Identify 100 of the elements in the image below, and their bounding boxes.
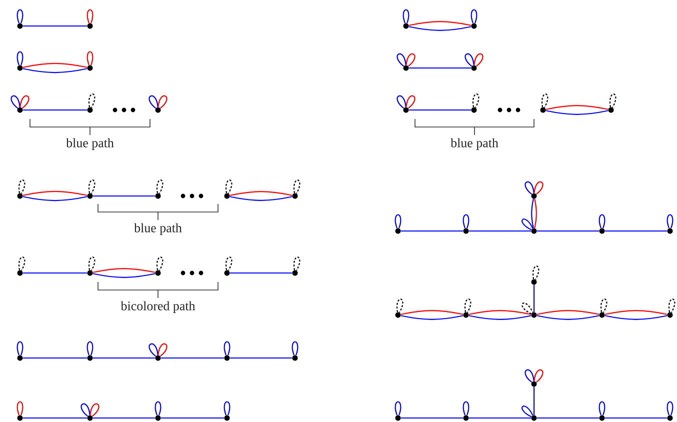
loop — [16, 341, 24, 356]
loop — [293, 256, 300, 271]
loop — [462, 214, 470, 228]
loop — [472, 94, 480, 108]
loop — [156, 256, 164, 271]
edge-line — [22, 62, 88, 68]
loop — [532, 266, 540, 280]
edge-line — [230, 196, 292, 201]
edge-line — [22, 272, 88, 274]
loop — [396, 95, 406, 109]
edge-line — [230, 191, 292, 196]
loop — [20, 95, 30, 109]
loop — [522, 218, 534, 230]
edge-line — [468, 230, 532, 232]
loop — [224, 401, 230, 416]
edge-line — [92, 417, 156, 419]
bracket-label: bicolored path — [120, 301, 196, 313]
loop — [464, 298, 472, 313]
loop — [666, 401, 674, 416]
loop — [394, 214, 402, 228]
bracket-label: blue path — [66, 138, 114, 150]
loop — [668, 298, 676, 313]
loop — [80, 403, 90, 417]
edge-line — [22, 417, 88, 419]
loop — [396, 53, 406, 67]
loop — [148, 343, 158, 357]
edge-line — [22, 196, 88, 202]
loop — [598, 401, 606, 416]
loop — [464, 53, 474, 67]
edge-line — [546, 105, 608, 110]
edge-line — [604, 417, 668, 419]
loop — [394, 401, 402, 416]
loop — [402, 9, 410, 24]
edge-line — [22, 357, 88, 359]
edge-line — [92, 357, 156, 359]
edge-line — [468, 315, 532, 320]
edge-line — [400, 230, 464, 232]
edge-line — [536, 315, 600, 320]
edge-line — [534, 198, 537, 228]
edge-line — [533, 284, 535, 312]
edge-line — [22, 190, 88, 196]
loop — [293, 180, 300, 194]
loop — [534, 181, 544, 195]
loop — [474, 53, 484, 67]
loop — [225, 180, 232, 194]
loop — [148, 95, 158, 109]
edge-line — [400, 315, 464, 320]
edge-line — [468, 310, 532, 315]
edge-line — [536, 417, 600, 419]
edge-line — [533, 386, 535, 416]
loop — [88, 94, 96, 108]
edge-line — [22, 109, 88, 111]
loop — [86, 9, 94, 24]
bracket-label: blue path — [134, 223, 182, 235]
edge-line — [604, 315, 668, 320]
loop — [600, 298, 608, 313]
loop — [462, 401, 470, 416]
loop — [86, 341, 94, 356]
loop — [524, 181, 534, 195]
edge-line — [408, 21, 472, 26]
loop — [292, 341, 298, 356]
loop — [406, 95, 416, 109]
edge-line — [546, 110, 608, 115]
loop — [90, 403, 100, 417]
loop — [522, 406, 534, 418]
loop — [158, 343, 168, 357]
edge-line — [604, 310, 668, 315]
edge-line — [230, 357, 292, 359]
loop — [88, 256, 96, 271]
loop — [10, 95, 20, 109]
edge-line — [92, 268, 156, 273]
loop — [522, 302, 534, 314]
loop — [470, 9, 478, 24]
loop — [16, 401, 24, 416]
edge-line — [160, 417, 224, 419]
edge-line — [536, 310, 600, 315]
loop — [598, 214, 606, 228]
loop — [524, 369, 534, 383]
edge-line — [22, 68, 88, 74]
edge-line — [230, 272, 292, 274]
edge-line — [92, 195, 156, 197]
edge-line — [408, 109, 472, 111]
loop — [406, 53, 416, 67]
loop — [541, 94, 548, 108]
loop — [16, 9, 24, 24]
loop — [86, 51, 94, 66]
loop — [16, 51, 24, 66]
edge-line — [531, 198, 534, 228]
bracket-label: blue path — [450, 138, 498, 150]
loop — [666, 214, 674, 228]
edge-line — [400, 310, 464, 315]
loop — [154, 401, 162, 416]
edge-line — [408, 26, 472, 31]
edge-line — [92, 273, 156, 278]
edge-line — [604, 230, 668, 232]
loop — [534, 369, 544, 383]
edge-line — [160, 357, 224, 359]
edge-line — [536, 230, 600, 232]
edge-line — [22, 25, 88, 27]
edge-line — [400, 417, 464, 419]
